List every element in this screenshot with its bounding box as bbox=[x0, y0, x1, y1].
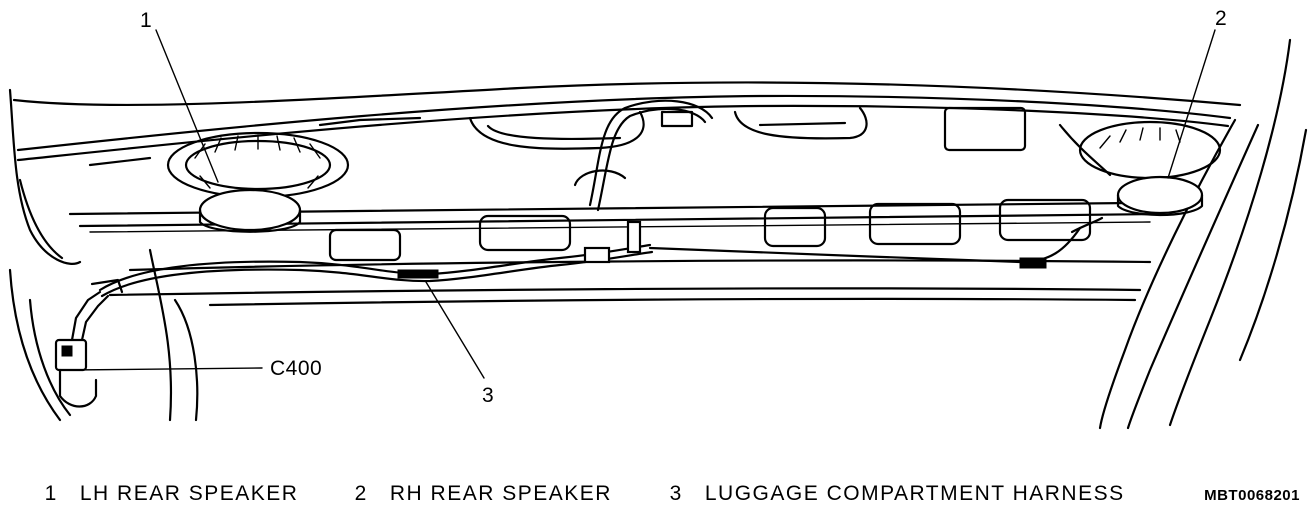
rh-rear-speaker-drawing bbox=[1078, 120, 1222, 217]
legend-number: 1 bbox=[44, 482, 58, 505]
callout-luggage-harness: 3 bbox=[482, 384, 495, 407]
legend-number: 2 bbox=[354, 482, 368, 505]
shelf-recess-panels bbox=[88, 106, 1112, 262]
callout-lh-rear-speaker: 1 bbox=[140, 9, 153, 32]
callout-c400-connector: C400 bbox=[270, 357, 323, 380]
legend-label: RH REAR SPEAKER bbox=[389, 482, 612, 505]
legend-item-2: 2 RH REAR SPEAKER bbox=[340, 458, 612, 506]
lh-rear-speaker-drawing bbox=[166, 131, 350, 233]
luggage-compartment-harness-drawing bbox=[54, 99, 1104, 408]
legend-number: 3 bbox=[669, 482, 683, 505]
legend-item-3: 3 LUGGAGE COMPARTMENT HARNESS bbox=[655, 458, 1125, 506]
legend-label: LUGGAGE COMPARTMENT HARNESS bbox=[704, 482, 1125, 505]
figure-id: MBT0068201 bbox=[1204, 487, 1300, 504]
legend-label: LH REAR SPEAKER bbox=[79, 482, 299, 505]
legend-item-1: 1 LH REAR SPEAKER bbox=[30, 458, 298, 506]
callout-rh-rear-speaker: 2 bbox=[1215, 7, 1228, 30]
rear-package-shelf-outline bbox=[8, 38, 1308, 430]
callout-leader-lines bbox=[69, 29, 1216, 379]
